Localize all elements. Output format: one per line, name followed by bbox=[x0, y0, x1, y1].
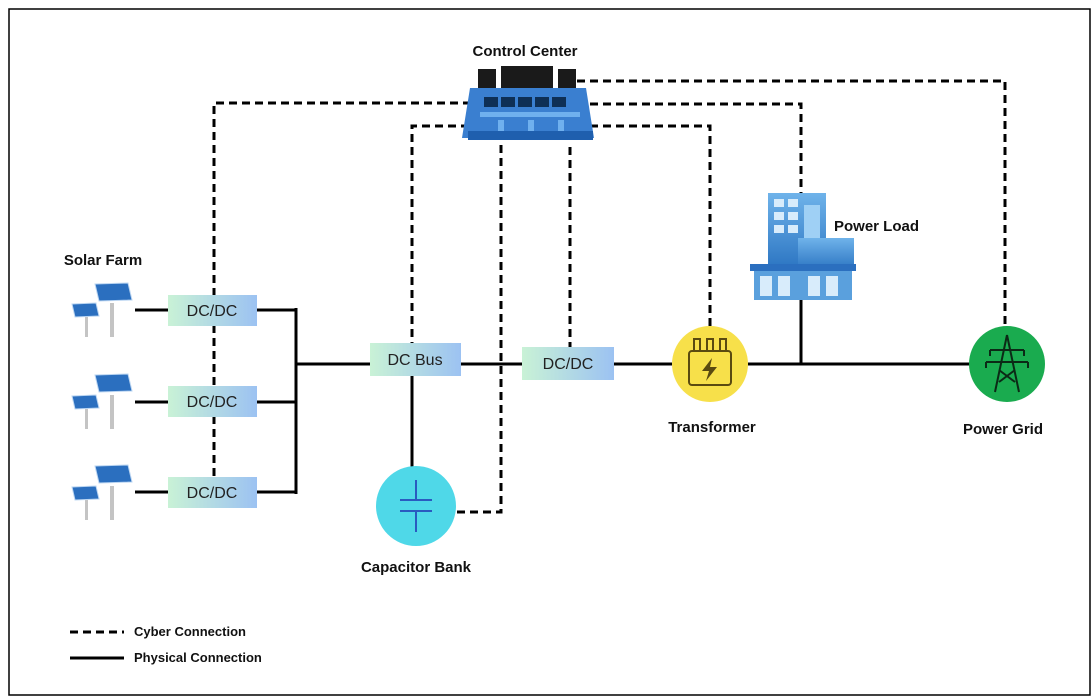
power-load-label: Power Load bbox=[834, 218, 919, 235]
transformer-label: Transformer bbox=[668, 419, 756, 436]
capacitor-bank-label: Capacitor Bank bbox=[361, 559, 472, 576]
solar-panel-icon-3 bbox=[71, 464, 133, 520]
power-grid-label: Power Grid bbox=[963, 421, 1043, 438]
transmission-tower-icon bbox=[969, 326, 1045, 402]
solar-farm-label: Solar Farm bbox=[64, 252, 142, 269]
transformer-icon bbox=[672, 326, 748, 402]
capacitor-icon bbox=[376, 466, 456, 546]
building-icon bbox=[750, 193, 856, 300]
dcdc-converter-2-label: DC/DC bbox=[187, 394, 238, 411]
dcdc-converter-main: DC/DC bbox=[522, 347, 614, 380]
solar-panel-icon-1 bbox=[71, 282, 133, 337]
dc-bus-label: DC Bus bbox=[387, 352, 442, 369]
legend: Cyber Connection Physical Connection bbox=[70, 624, 262, 665]
dcdc-converter-1: DC/DC bbox=[168, 295, 257, 326]
legend-cyber-label: Cyber Connection bbox=[134, 624, 246, 639]
dcdc-converter-3: DC/DC bbox=[168, 477, 257, 508]
dcdc-converter-main-label: DC/DC bbox=[543, 356, 594, 373]
dcdc-converter-2: DC/DC bbox=[168, 386, 257, 417]
dcdc-converter-3-label: DC/DC bbox=[187, 485, 238, 502]
control-center-icon bbox=[462, 66, 594, 140]
legend-physical-label: Physical Connection bbox=[134, 650, 262, 665]
cyber-connections bbox=[212, 79, 1007, 514]
physical-connections bbox=[135, 300, 970, 494]
control-center-label: Control Center bbox=[473, 43, 578, 60]
dcdc-converter-1-label: DC/DC bbox=[187, 303, 238, 320]
dc-bus: DC Bus bbox=[370, 343, 461, 376]
frame-border bbox=[8, 8, 1091, 696]
solar-panel-icon-2 bbox=[71, 373, 133, 429]
